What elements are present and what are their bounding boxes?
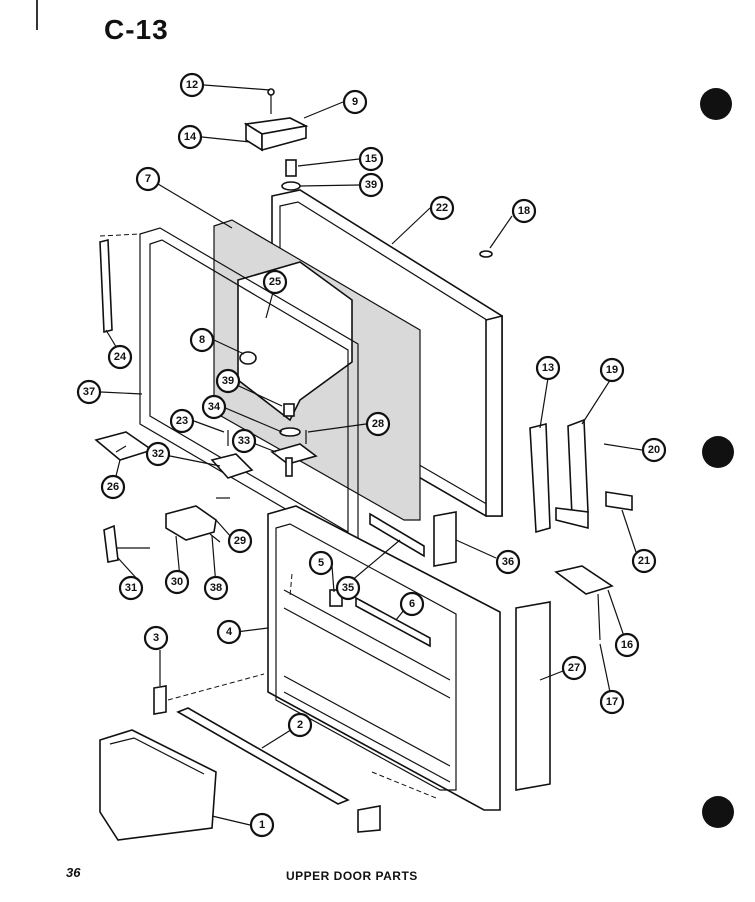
callout-28: 28 (365, 411, 391, 437)
callout-8: 8 (189, 327, 215, 353)
callout-22: 22 (429, 195, 455, 221)
callout-label: 18 (518, 205, 530, 217)
callout-label: 15 (365, 153, 377, 165)
callout-29: 29 (227, 528, 253, 554)
callout-36-right: 36 (495, 549, 521, 575)
binder-hole-bottom (702, 796, 734, 828)
callout-label: 27 (568, 662, 580, 674)
callout-label: 32 (152, 448, 164, 460)
callout-15: 15 (358, 146, 384, 172)
callout-7: 7 (135, 166, 161, 192)
callout-13: 13 (535, 355, 561, 381)
upper-hinge-assembly (243, 88, 309, 191)
callout-23: 23 (169, 408, 195, 434)
binder-hole-top (700, 88, 732, 120)
callout-label: 24 (114, 351, 127, 363)
callout-label: 6 (409, 598, 415, 610)
callout-4: 4 (216, 619, 242, 645)
callout-label: 28 (372, 418, 384, 430)
callout-20: 20 (641, 437, 667, 463)
callout-label: 16 (621, 639, 633, 651)
callout-label: 9 (352, 96, 358, 108)
callout-label: 31 (125, 582, 137, 594)
callout-label: 39 (222, 375, 234, 387)
door-stop-bracket-parts (103, 497, 230, 563)
callout-label: 30 (171, 576, 183, 588)
callout-31: 31 (118, 575, 144, 601)
callout-label: 37 (83, 386, 95, 398)
lower-hinge-parts (94, 351, 318, 479)
callout-label: 25 (269, 276, 281, 288)
callout-19: 19 (599, 357, 625, 383)
callout-35: 35 (335, 575, 361, 601)
callout-label: 8 (199, 334, 205, 346)
page-edge-mark (36, 0, 38, 30)
callout-label: 13 (542, 362, 554, 374)
callout-5: 5 (308, 550, 334, 576)
callout-label: 20 (648, 444, 660, 456)
inner-door-liner (267, 505, 501, 811)
callout-label: 39 (365, 179, 377, 191)
callout-32: 32 (145, 441, 171, 467)
callout-9: 9 (342, 89, 368, 115)
callout-38: 38 (203, 575, 229, 601)
callout-1: 1 (249, 812, 275, 838)
callout-label: 21 (638, 555, 650, 567)
callout-label: 14 (184, 131, 197, 143)
callout-label: 34 (208, 401, 221, 413)
callout-27: 27 (561, 655, 587, 681)
callout-16: 16 (614, 632, 640, 658)
callout-39-middle: 39 (215, 368, 241, 394)
callout-33: 33 (231, 428, 257, 454)
callout-label: 1 (259, 819, 265, 831)
leader-lines (100, 84, 643, 826)
callout-3: 3 (143, 625, 169, 651)
callout-label: 26 (107, 481, 119, 493)
bottom-parts (99, 673, 437, 841)
page-title: C-13 (104, 14, 169, 45)
callout-label: 36 (502, 556, 514, 568)
callout-37: 37 (76, 379, 102, 405)
callout-39-top: 39 (358, 172, 384, 198)
callout-6: 6 (399, 591, 425, 617)
callout-label: 29 (234, 535, 246, 547)
callout-label: 12 (186, 79, 198, 91)
callout-18: 18 (511, 198, 537, 224)
callout-24: 24 (107, 344, 133, 370)
binder-hole-middle (702, 436, 734, 468)
callout-14: 14 (177, 124, 203, 150)
callout-label: 23 (176, 415, 188, 427)
callout-25: 25 (262, 269, 288, 295)
callout-label: 33 (238, 435, 250, 447)
callout-30: 30 (164, 569, 190, 595)
callout-34: 34 (201, 394, 227, 420)
footer-caption: UPPER DOOR PARTS (286, 869, 418, 883)
callout-label: 4 (226, 626, 233, 638)
callout-label: 19 (606, 364, 618, 376)
callout-label: 5 (318, 557, 324, 569)
callout-label: 17 (606, 696, 618, 708)
callout-12: 12 (179, 72, 205, 98)
callout-17: 17 (599, 689, 625, 715)
callout-label: 7 (145, 173, 151, 185)
callout-label: 22 (436, 202, 448, 214)
callout-label: 38 (210, 582, 222, 594)
callout-label: 35 (342, 582, 354, 594)
callout-label: 2 (297, 719, 303, 731)
page-number: 36 (66, 865, 81, 880)
callout-21: 21 (631, 548, 657, 574)
callout-26: 26 (100, 474, 126, 500)
callout-2: 2 (287, 712, 313, 738)
callout-label: 3 (153, 632, 159, 644)
